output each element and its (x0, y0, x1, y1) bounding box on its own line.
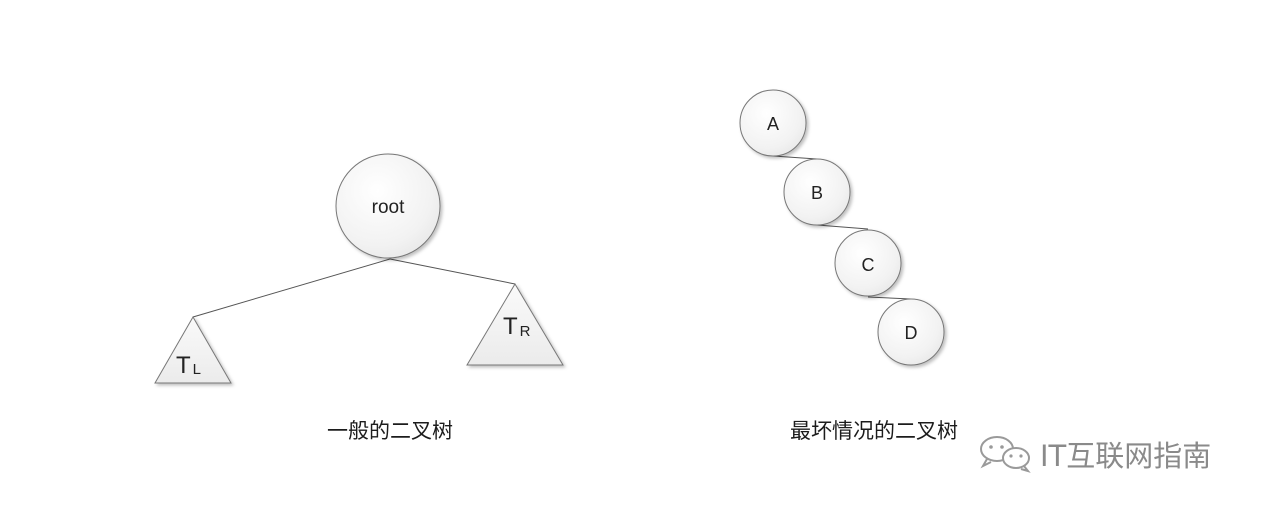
edge-root-left (192, 258, 391, 318)
wechat-icon (980, 436, 1031, 473)
root-node: root (335, 153, 441, 259)
node-b-label: B (811, 183, 823, 203)
node-c: C (834, 229, 902, 297)
node-b: B (783, 158, 851, 226)
node-d-label: D (905, 323, 918, 343)
node-c-label: C (862, 255, 875, 275)
worst-case-binary-tree: A B C D 最坏情况的二叉树 (739, 89, 958, 443)
watermark-text: IT互联网指南 (1040, 439, 1211, 473)
root-label: root (372, 197, 405, 218)
node-d: D (877, 298, 945, 366)
left-subtree-subscript: L (193, 361, 201, 378)
worst-case-tree-caption: 最坏情况的二叉树 (790, 419, 958, 443)
edge-a-b (772, 155, 818, 160)
general-tree-caption: 一般的二叉树 (327, 419, 453, 443)
node-a: A (739, 89, 807, 157)
svg-text:TL: TL (176, 352, 201, 379)
left-subtree-label: T (176, 352, 191, 379)
edge-b-c (816, 224, 869, 230)
right-subtree-subscript: R (520, 323, 531, 340)
right-subtree-label: T (503, 313, 518, 340)
node-a-label: A (767, 114, 779, 134)
svg-text:TR: TR (503, 313, 531, 340)
watermark: IT互联网指南 (980, 436, 1211, 473)
edge-root-right (389, 258, 516, 285)
edge-c-d (867, 296, 912, 300)
